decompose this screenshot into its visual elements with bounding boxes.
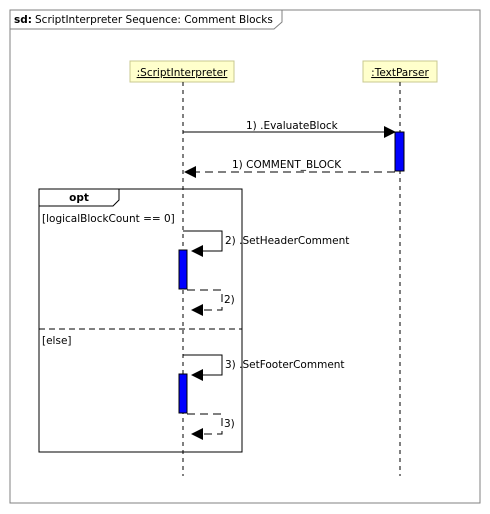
message-label-footer-return: 3): [224, 418, 235, 430]
message-set-footer-comment: 3) .SetFooterComment: [183, 354, 345, 381]
fragment-guard-1: [logicalBlockCount == 0]: [42, 213, 175, 225]
self-message-arrow[interactable]: [183, 230, 223, 257]
activation-bar-text-parser: [394, 131, 405, 172]
frame-title-tab: [9, 9, 283, 30]
lifeline-label-script-interpreter: :ScriptInterpreter: [137, 67, 228, 79]
lifeline-head-script-interpreter[interactable]: [129, 60, 235, 83]
combined-fragment-opt: opt [logicalBlockCount == 0] [else]: [38, 188, 243, 453]
fragment-guard-2: [else]: [42, 335, 72, 347]
lifeline-script-interpreter: :ScriptInterpreter: [129, 60, 235, 476]
fragment-border: [38, 188, 243, 453]
message-label-set-footer: 3) .SetFooterComment: [225, 359, 345, 371]
message-set-footer-return: 3): [187, 413, 235, 440]
lifeline-label-text-parser: :TextParser: [371, 67, 429, 79]
message-set-header-return: 2): [187, 289, 235, 316]
fragment-operator-tab: [38, 188, 120, 207]
message-evaluate-block: 1) .EvaluateBlock: [183, 120, 396, 138]
activation-bar-header: [178, 249, 188, 290]
message-label-evaluate-block: 1) .EvaluateBlock: [246, 120, 339, 132]
activation-bar-footer: [178, 373, 188, 414]
message-set-header-comment: 2) .SetHeaderComment: [183, 230, 349, 257]
sequence-frame: sd: ScriptInterpreter Sequence: Comment …: [9, 9, 481, 504]
frame-prefix: sd:: [14, 14, 32, 26]
message-label-comment-block: 1) COMMENT_BLOCK: [232, 159, 342, 171]
self-return-arrow[interactable]: [187, 413, 223, 440]
fragment-operator: opt: [69, 192, 89, 204]
message-label-set-header: 2) .SetHeaderComment: [225, 235, 349, 247]
message-comment-block-return: 1) COMMENT_BLOCK: [184, 159, 395, 178]
frame-title: ScriptInterpreter Sequence: Comment Bloc…: [35, 14, 273, 26]
message-label-header-return: 2): [224, 294, 235, 306]
self-message-arrow[interactable]: [183, 354, 223, 381]
self-return-arrow[interactable]: [187, 289, 223, 316]
